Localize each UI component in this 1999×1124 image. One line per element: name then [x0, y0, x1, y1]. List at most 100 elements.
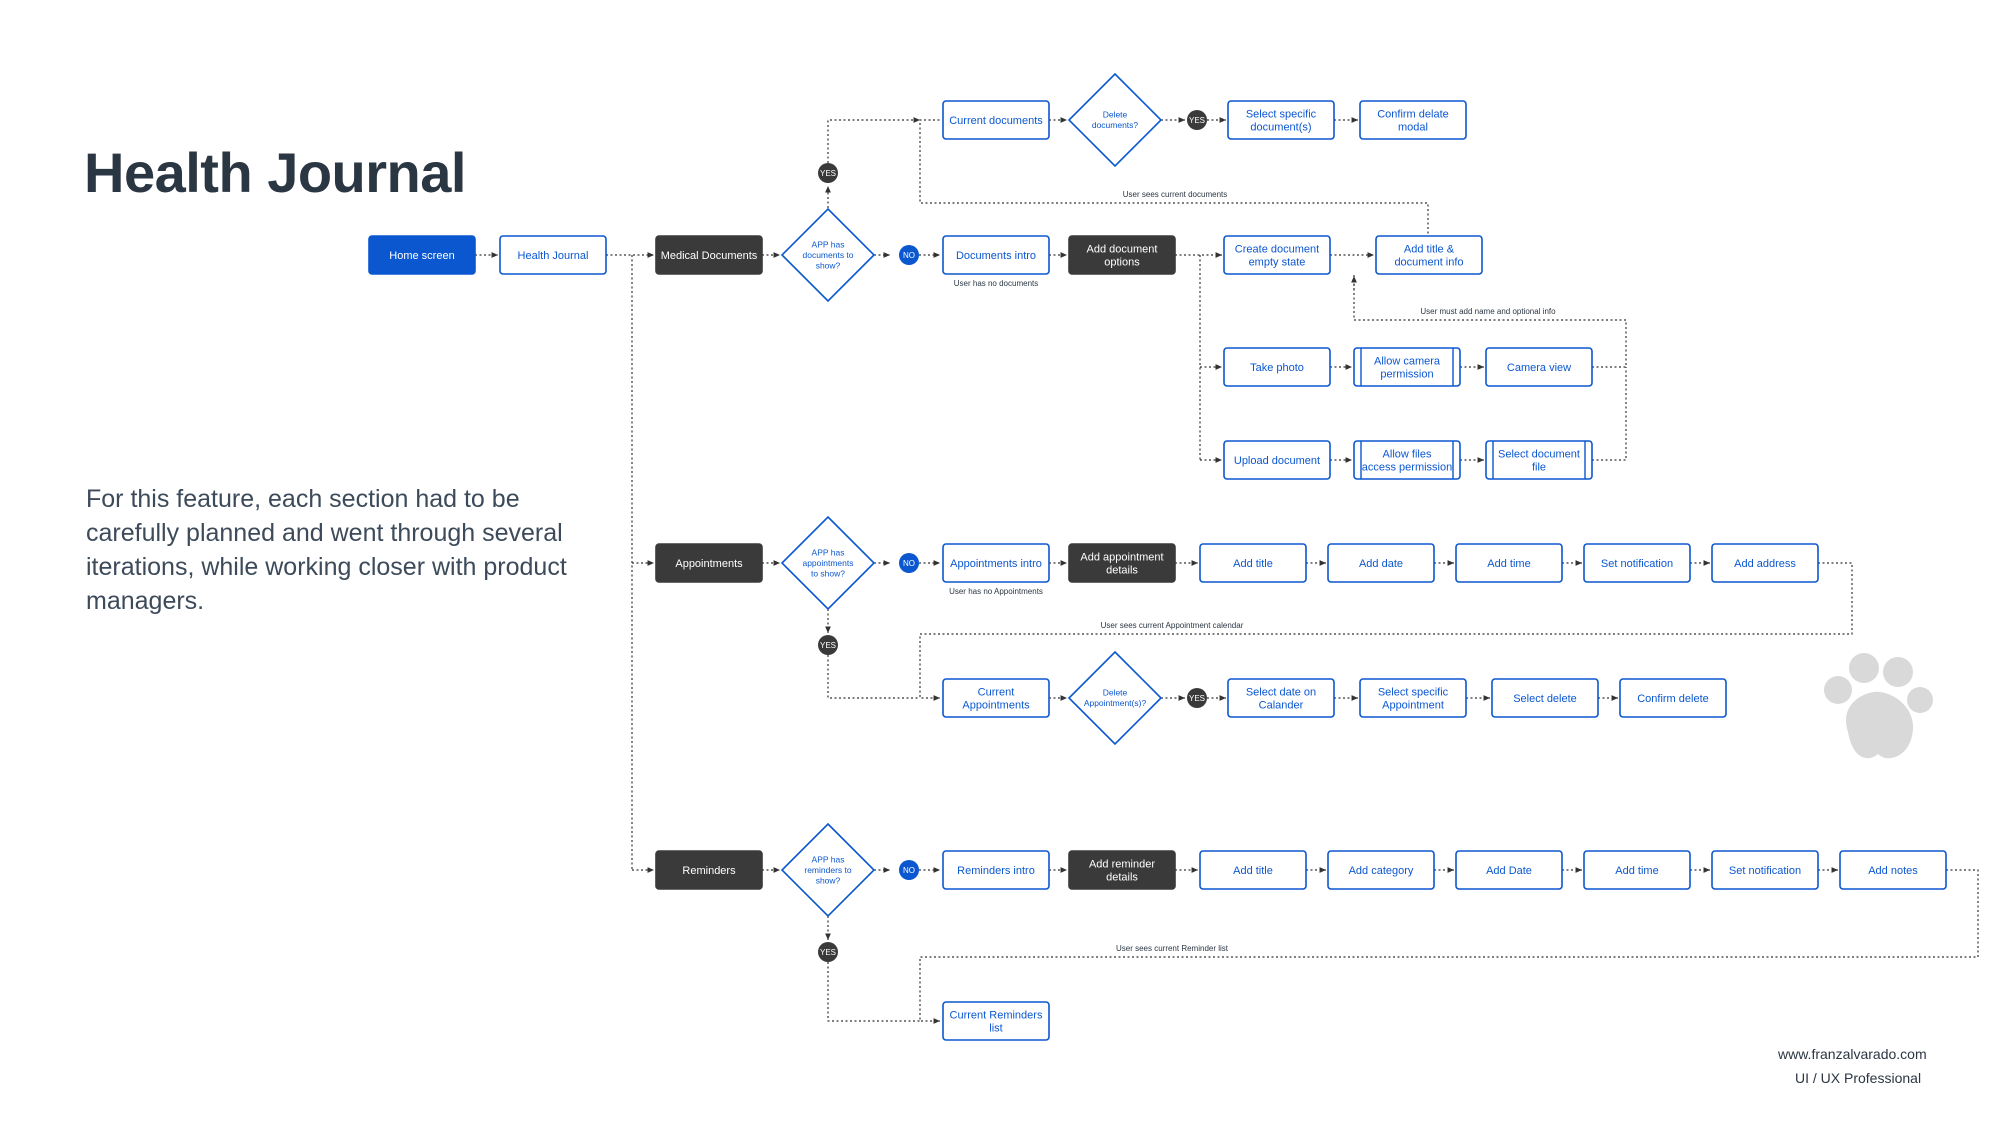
flow-node-a-add-address[interactable]: Add address	[1711, 543, 1819, 583]
flow-node-rems-intro[interactable]: Reminders intro	[942, 850, 1050, 890]
flow-node-camera-view[interactable]: Camera view	[1485, 347, 1593, 387]
flow-node-a-set-notif[interactable]: Set notification	[1583, 543, 1691, 583]
node-label: Home screen	[389, 250, 454, 262]
node-label: Appointments intro	[950, 558, 1042, 570]
connector	[1353, 274, 1627, 368]
flow-node-r-add-notes[interactable]: Add notes	[1839, 850, 1947, 890]
node-label: Add title &document info	[1394, 243, 1463, 268]
no-badge: NO	[899, 860, 919, 880]
node-label: Add title	[1233, 865, 1273, 877]
connector	[1592, 367, 1627, 461]
paw-icon	[1824, 653, 1933, 759]
feature-description: For this feature, each section had to be…	[86, 485, 567, 615]
node-label: Add time	[1615, 865, 1658, 877]
flow-node-r-add-time[interactable]: Add time	[1583, 850, 1691, 890]
svg-text:NO: NO	[903, 251, 915, 260]
flow-node-select-delete[interactable]: Select delete	[1491, 678, 1599, 718]
flow-node-r-set-notif[interactable]: Set notification	[1711, 850, 1819, 890]
node-label: Camera view	[1507, 362, 1571, 374]
flow-node-reminders[interactable]: Reminders	[655, 850, 763, 890]
flow-node-a-add-date[interactable]: Add date	[1327, 543, 1435, 583]
annotation-sees-calendar: User sees current Appointment calendar	[1101, 621, 1244, 630]
node-label: Set notification	[1601, 558, 1673, 570]
node-label: Select delete	[1513, 693, 1577, 705]
flow-node-confirm-delete[interactable]: Confirm delete	[1619, 678, 1727, 718]
annotation-no-docs: User has no documents	[954, 279, 1039, 288]
flow-node-add-title-info[interactable]: Add title &document info	[1375, 235, 1483, 275]
svg-text:YES: YES	[1189, 694, 1205, 703]
node-label: Set notification	[1729, 865, 1801, 877]
flow-node-r-add-category[interactable]: Add category	[1327, 850, 1435, 890]
node-label: Reminders intro	[957, 865, 1035, 877]
yes-badge: YES	[818, 163, 838, 183]
node-label: Reminders	[682, 865, 736, 877]
flow-node-r-add-date[interactable]: Add Date	[1455, 850, 1563, 890]
connector	[919, 119, 1429, 238]
connector	[919, 562, 1853, 701]
flow-node-take-photo[interactable]: Take photo	[1223, 347, 1331, 387]
node-label: Add date	[1359, 558, 1403, 570]
svg-text:YES: YES	[820, 948, 836, 957]
flow-node-home[interactable]: Home screen	[368, 235, 476, 275]
annotation-sees-reminders: User sees current Reminder list	[1116, 944, 1229, 953]
flow-node-medical[interactable]: Medical Documents	[655, 235, 763, 275]
flow-node-appointments[interactable]: Appointments	[655, 543, 763, 583]
svg-text:NO: NO	[903, 559, 915, 568]
connector	[919, 869, 1979, 1024]
no-badge: NO	[899, 245, 919, 265]
flow-node-docs-intro[interactable]: Documents intro	[942, 235, 1050, 275]
flow-node-a-add-time[interactable]: Add time	[1455, 543, 1563, 583]
flow-node-a-add-title[interactable]: Add title	[1199, 543, 1307, 583]
connector	[827, 962, 920, 1022]
annotation-no-appts: User has no Appointments	[949, 587, 1043, 596]
node-label: Take photo	[1250, 362, 1304, 374]
node-label: Health Journal	[518, 250, 589, 262]
svg-text:YES: YES	[820, 169, 836, 178]
website-link[interactable]: www.franzalvarado.com	[1778, 1046, 1927, 1062]
flow-node-cur-docs[interactable]: Current documents	[942, 100, 1050, 140]
annotation-sees-docs: User sees current documents	[1123, 190, 1228, 199]
flow-node-health[interactable]: Health Journal	[499, 235, 607, 275]
node-label: Add notes	[1868, 865, 1918, 877]
flow-node-upload-doc[interactable]: Upload document	[1223, 440, 1331, 480]
node-label: Add title	[1233, 558, 1273, 570]
page-title: Health Journal	[84, 141, 466, 204]
node-label: Documents intro	[956, 250, 1036, 262]
flow-node-appts-intro[interactable]: Appointments intro	[942, 543, 1050, 583]
svg-text:YES: YES	[820, 641, 836, 650]
flow-node-r-add-title[interactable]: Add title	[1199, 850, 1307, 890]
node-label: Appointments	[675, 558, 743, 570]
node-label: Upload document	[1234, 455, 1320, 467]
node-label: Add Date	[1486, 865, 1532, 877]
